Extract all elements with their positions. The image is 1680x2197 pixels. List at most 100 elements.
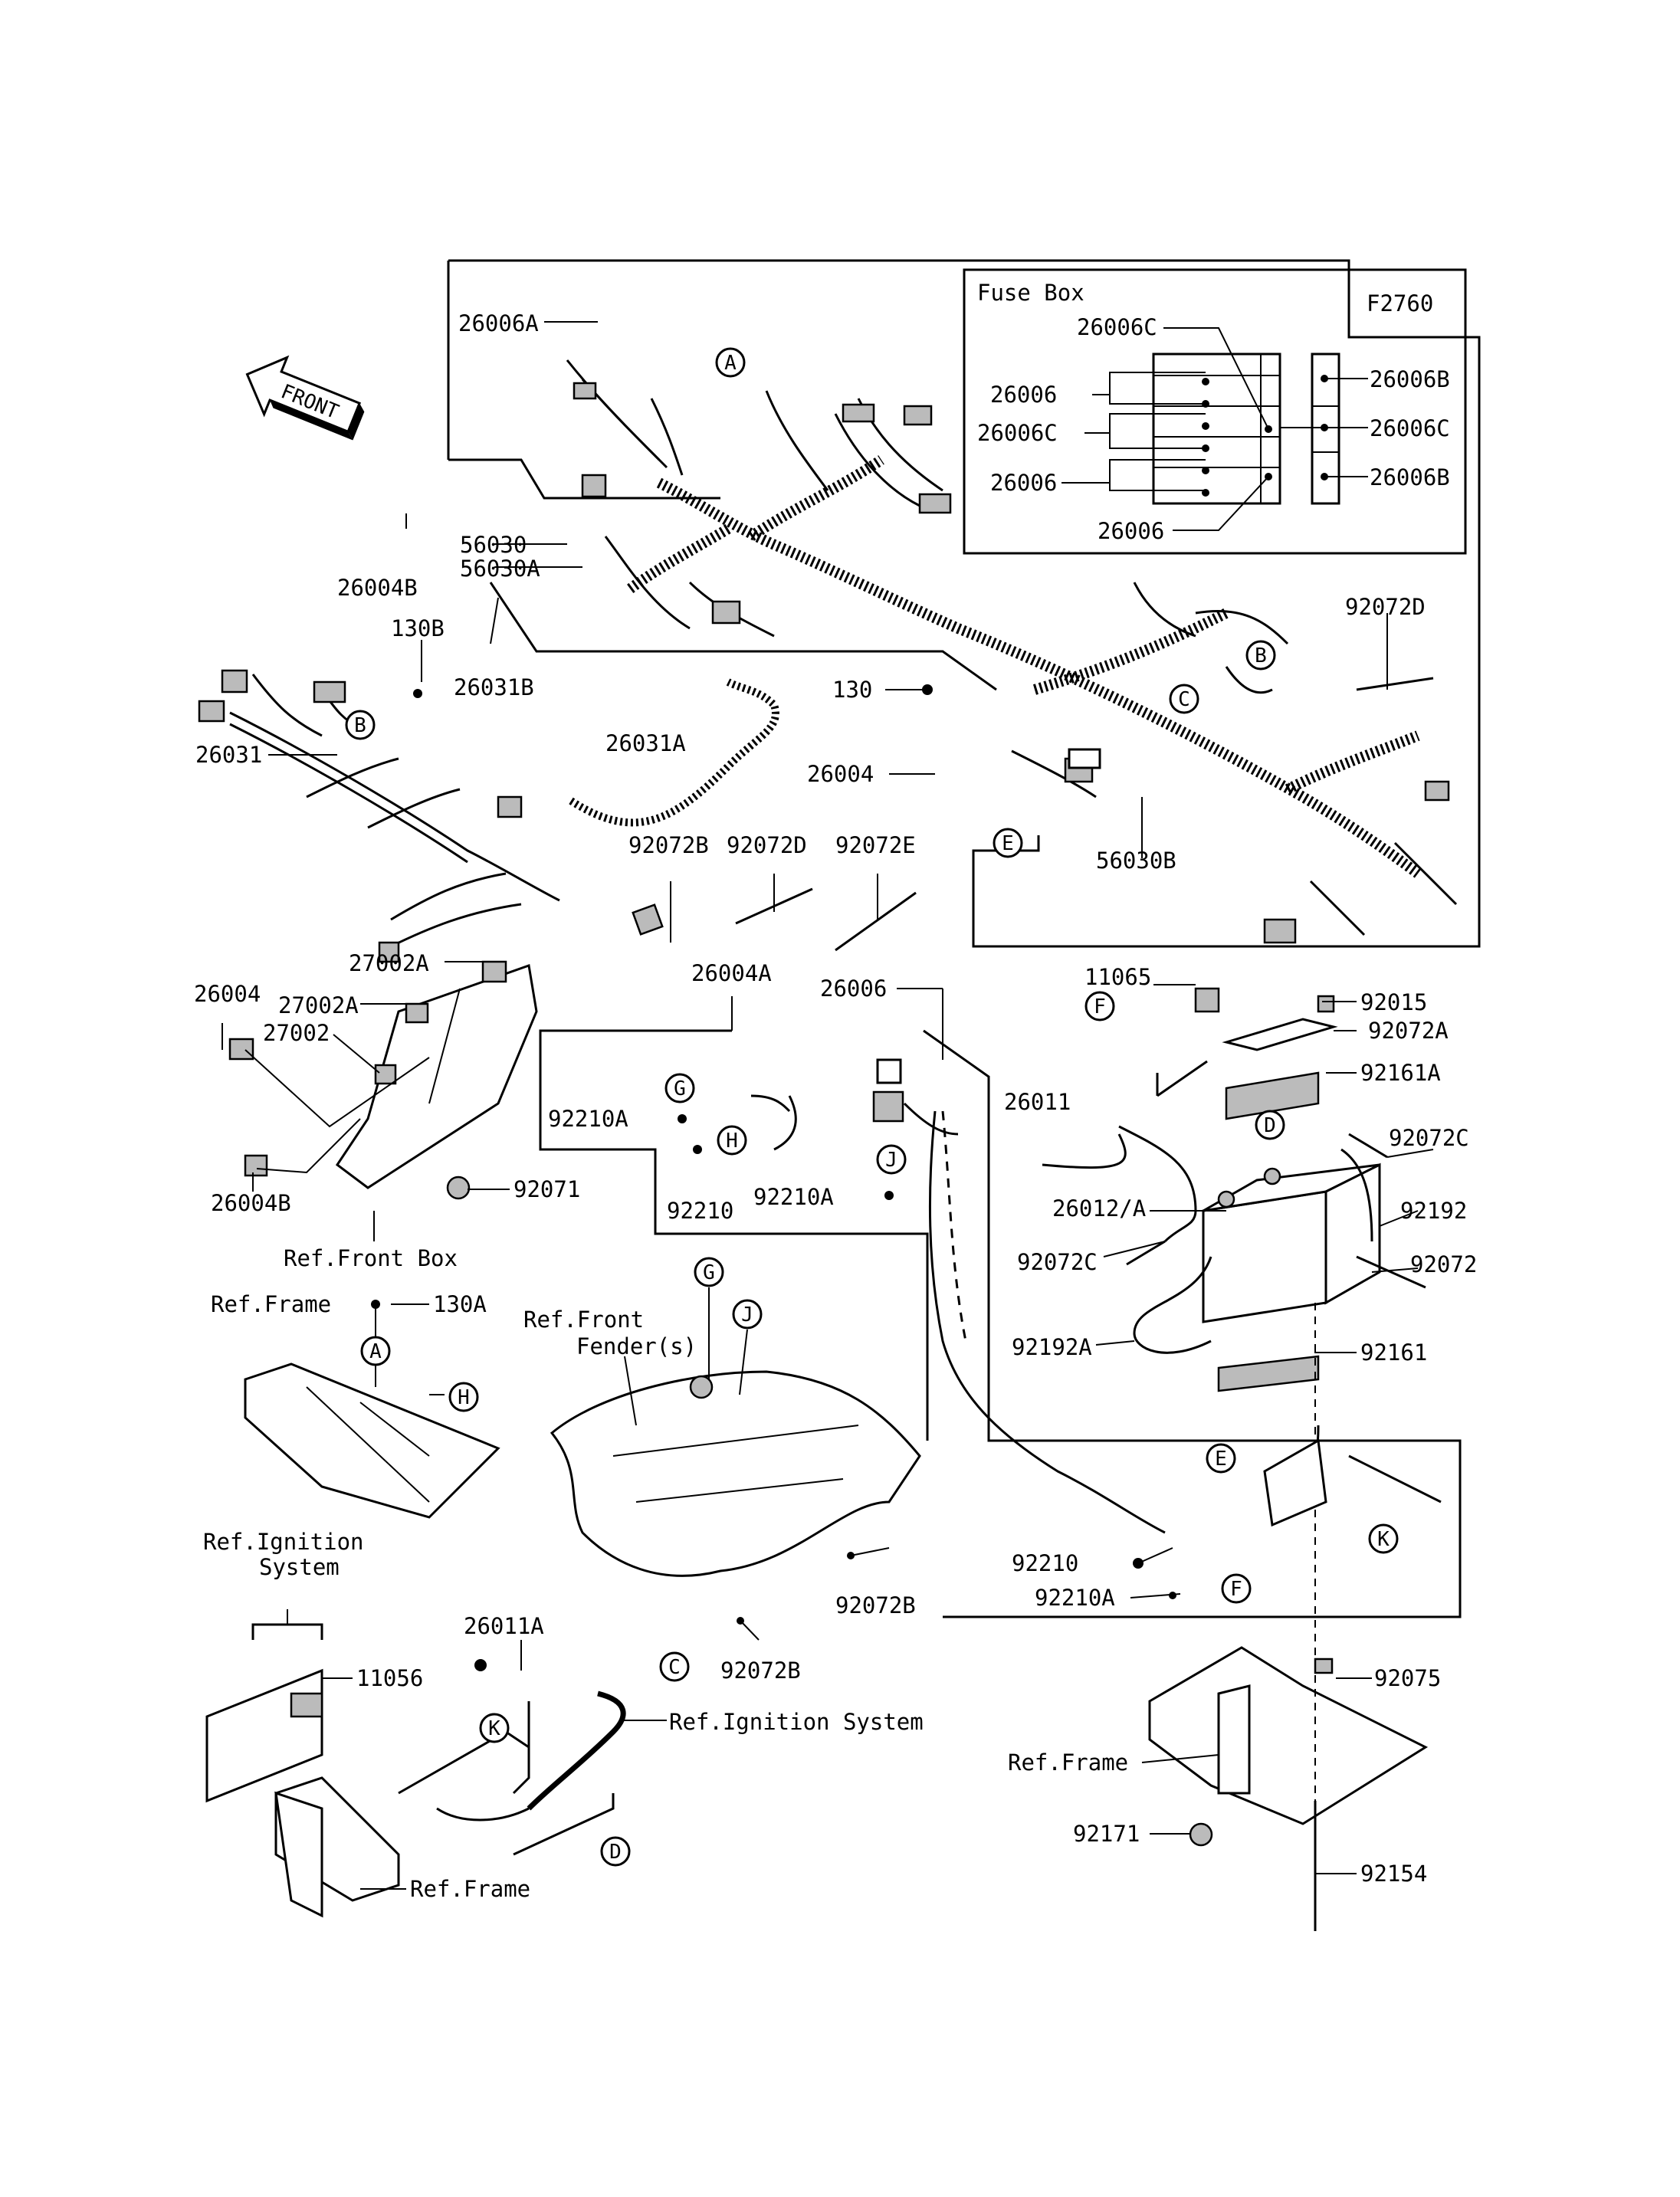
main-wiring-harness — [566, 359, 1458, 944]
label-ref-frame-3: Ref.Frame — [1008, 1749, 1128, 1776]
svg-text:C: C — [668, 1656, 681, 1679]
label-ref-frame-2: Ref.Frame — [410, 1876, 530, 1902]
label-27002: 27002 — [263, 1020, 330, 1046]
svg-text:D: D — [1264, 1114, 1276, 1137]
label-26031B: 26031B — [454, 674, 534, 700]
callout-K-right: K — [1368, 1523, 1399, 1554]
fuse-label-26006C-top: 26006C — [1077, 314, 1157, 340]
label-92161A: 92161A — [1360, 1060, 1441, 1086]
label-26011A: 26011A — [464, 1613, 544, 1639]
svg-text:H: H — [726, 1130, 738, 1153]
label-26031A: 26031A — [605, 730, 686, 756]
svg-text:J: J — [741, 1303, 753, 1326]
callout-D-bottom: D — [600, 1836, 631, 1867]
callout-A-top: A — [715, 347, 746, 378]
label-130B: 130B — [391, 615, 445, 641]
label-56030B: 56030B — [1096, 848, 1176, 874]
svg-text:B: B — [354, 714, 366, 737]
label-ref-ignition-2: Ref.Ignition System — [669, 1709, 924, 1735]
battery-assembly — [1042, 987, 1426, 1392]
svg-text:J: J — [885, 1149, 897, 1172]
label-92072D-mid: 92072D — [727, 832, 807, 858]
label-92071: 92071 — [514, 1176, 580, 1202]
label-27002A-mid: 27002A — [278, 992, 359, 1018]
label-130: 130 — [832, 677, 872, 703]
front-fender-section — [550, 1370, 921, 1625]
label-ref-front-fenders-2: Fender(s) — [576, 1333, 697, 1359]
label-11065: 11065 — [1084, 964, 1151, 990]
sub-harness-26031 — [198, 669, 560, 963]
front-box-assembly — [228, 960, 538, 1200]
label-26004: 26004 — [807, 761, 874, 787]
sub-harness-26031A — [569, 678, 779, 827]
fuse-label-26006B-bottom: 26006B — [1370, 464, 1450, 490]
svg-text:E: E — [1215, 1448, 1227, 1471]
label-92210-2: 92210 — [1012, 1550, 1078, 1576]
fuse-label-26006B-top: 26006B — [1370, 366, 1450, 392]
label-ref-front-fenders: Ref.Front — [523, 1307, 644, 1333]
callout-C-bottom: C — [659, 1651, 690, 1682]
label-92072C-right: 92072C — [1389, 1125, 1469, 1151]
label-26012A: 26012/A — [1052, 1195, 1146, 1221]
callout-D-battery: D — [1255, 1110, 1285, 1140]
label-26031: 26031 — [195, 742, 262, 768]
svg-text:A: A — [369, 1340, 382, 1363]
fuse-box-title: Fuse Box — [977, 280, 1084, 306]
fuse-label-26006-lower: 26006 — [990, 470, 1057, 496]
callout-E-bottom: E — [1206, 1443, 1236, 1474]
label-ref-front-box: Ref.Front Box — [284, 1245, 458, 1271]
callout-C-top: C — [1169, 684, 1199, 714]
label-92154: 92154 — [1360, 1861, 1427, 1887]
label-26004B-left: 26004B — [211, 1190, 291, 1216]
callout-F-bottom: F — [1221, 1573, 1252, 1604]
svg-text:B: B — [1255, 644, 1267, 667]
label-ref-ignition-1b: System — [259, 1554, 340, 1580]
label-92072: 92072 — [1410, 1251, 1477, 1277]
label-26004A: 26004A — [691, 960, 772, 986]
callout-G-bottom: G — [694, 1257, 724, 1287]
svg-text:C: C — [1178, 688, 1190, 711]
label-ref-ignition-1: Ref.Ignition — [203, 1529, 364, 1555]
label-26004B-top: 26004B — [337, 575, 418, 601]
fuse-label-26006C-right: 26006C — [1370, 415, 1450, 441]
label-92171: 92171 — [1073, 1821, 1140, 1847]
label-92192A: 92192A — [1012, 1334, 1092, 1360]
label-92210-1: 92210 — [667, 1198, 733, 1224]
label-26006-mid: 26006 — [820, 976, 887, 1002]
callout-H-top: H — [717, 1125, 747, 1156]
callout-B-right: B — [1245, 640, 1276, 671]
label-26006A: 26006A — [458, 310, 539, 336]
callout-H-bottom: H — [448, 1382, 479, 1412]
fuse-label-26006-upper: 26006 — [990, 382, 1057, 408]
svg-text:D: D — [609, 1841, 622, 1864]
label-92075: 92075 — [1374, 1665, 1441, 1691]
label-92072B-a: 92072B — [835, 1592, 916, 1618]
label-92161: 92161 — [1360, 1340, 1427, 1366]
fastener-dots — [371, 684, 1176, 1671]
callout-E-top: E — [993, 828, 1023, 858]
label-92015: 92015 — [1360, 989, 1427, 1015]
figure-code: F2760 — [1367, 290, 1433, 316]
svg-text:G: G — [674, 1077, 686, 1100]
label-92210A-1: 92210A — [548, 1106, 628, 1132]
front-arrow-icon: FRONT — [245, 355, 365, 441]
svg-text:K: K — [488, 1717, 500, 1740]
label-92072B-mid: 92072B — [628, 832, 709, 858]
svg-text:A: A — [724, 352, 737, 375]
label-92210A-3: 92210A — [1035, 1585, 1115, 1611]
label-92072B-b: 92072B — [720, 1658, 801, 1684]
svg-text:F: F — [1230, 1578, 1242, 1601]
svg-text:H: H — [458, 1386, 470, 1409]
fuse-label-26006-bottom: 26006 — [1098, 518, 1164, 544]
callout-J-top: J — [876, 1144, 907, 1175]
label-26011: 26011 — [1004, 1089, 1071, 1115]
svg-text:K: K — [1377, 1528, 1390, 1551]
callout-G-top: G — [664, 1073, 695, 1103]
label-92072C-left: 92072C — [1017, 1249, 1098, 1275]
svg-text:G: G — [703, 1261, 715, 1284]
label-56030A: 56030A — [460, 556, 540, 582]
battery-tray-frame — [1148, 1303, 1442, 1931]
label-92192: 92192 — [1400, 1198, 1467, 1224]
part-labels: 26006A 26004B 56030 56030A 26031B 130B 2… — [194, 310, 1477, 1902]
